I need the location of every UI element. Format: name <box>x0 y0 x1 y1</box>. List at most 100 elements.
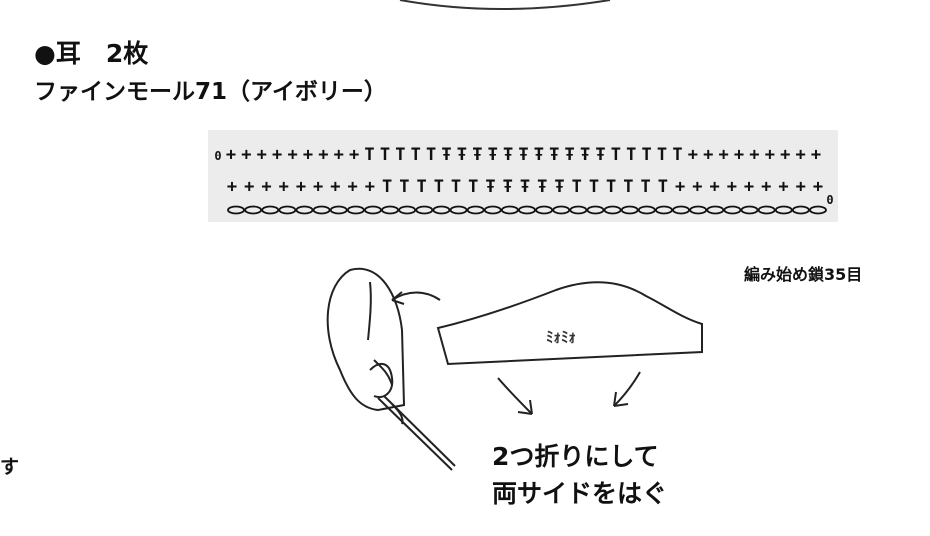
stitch-mark: Ŧ <box>441 145 451 165</box>
stitch-mark: Ŧ <box>488 145 498 165</box>
chain-stitch <box>774 205 793 215</box>
piece-title: ●耳 2枚 <box>34 39 149 68</box>
stitch-mark: Ŧ <box>472 145 482 165</box>
stitch-mark: + <box>744 177 754 197</box>
yarn-label: ファインモール71（アイボリー） <box>34 79 387 105</box>
stitch-mark: + <box>227 177 237 197</box>
stitch-mark: T <box>364 145 374 165</box>
stitch-mark: T <box>395 145 405 165</box>
stitch-mark: + <box>257 145 267 165</box>
stitch-mark: Ŧ <box>549 145 559 165</box>
stitch-mark: Ŧ <box>485 177 495 197</box>
stitch-mark: Ŧ <box>595 145 605 165</box>
stitch-mark: + <box>734 145 744 165</box>
chain-stitch <box>672 205 690 215</box>
stitch-mark: + <box>241 145 251 165</box>
chain-stitch <box>637 205 656 215</box>
needle-icon <box>377 395 456 471</box>
stitch-mark: + <box>749 145 759 165</box>
chain-stitch <box>227 205 245 215</box>
chain-stitch <box>586 205 605 215</box>
chain-stitch <box>757 205 776 215</box>
stitch-mark: Ŧ <box>520 177 530 197</box>
chain-stitch <box>740 205 759 215</box>
chain-stitch <box>603 205 622 215</box>
stitch-mark: T <box>380 145 390 165</box>
stitch-mark: T <box>623 177 633 197</box>
down-arrow-left-icon <box>497 377 533 415</box>
start-chain-label: 編み始め鎖35目 <box>744 265 863 284</box>
stitch-mark: Ŧ <box>537 177 547 197</box>
stitch-mark: + <box>365 177 375 197</box>
stitch-mark: + <box>296 177 306 197</box>
chain-stitch <box>500 205 519 215</box>
fold-instruction-line-1: 2つ折りにして <box>492 442 659 471</box>
chain-stitch <box>346 205 365 215</box>
stitch-mark: Ŧ <box>554 177 564 197</box>
stitch-mark: + <box>688 145 698 165</box>
chain-stitch <box>689 205 708 215</box>
stitch-mark: Ŧ <box>534 145 544 165</box>
stitch-mark: T <box>572 177 582 197</box>
chain-start-mark: 0 <box>826 193 833 207</box>
stitch-mark: + <box>272 145 282 165</box>
stitch-mark: T <box>434 177 444 197</box>
stitch-mark: Ŧ <box>503 145 513 165</box>
chain-stitch <box>518 205 536 215</box>
stitch-mark: T <box>451 177 461 197</box>
chain-stitch <box>466 205 485 215</box>
stitch-mark: + <box>349 145 359 165</box>
stitch-mark: + <box>703 145 713 165</box>
stitch-mark: + <box>727 177 737 197</box>
stitch-mark: + <box>778 177 788 197</box>
stitch-mark: T <box>672 145 682 165</box>
chain-stitch <box>449 205 468 215</box>
stitch-mark: + <box>244 177 254 197</box>
stitch-mark: T <box>606 177 616 197</box>
stitch-mark: T <box>626 145 636 165</box>
chain-stitch <box>791 205 810 215</box>
previous-figure-oval-edge <box>399 0 611 10</box>
chain-stitch <box>381 205 399 215</box>
stitch-mark: Ŧ <box>518 145 528 165</box>
stitch-mark: T <box>658 177 668 197</box>
stitch-mark: Ŧ <box>565 145 575 165</box>
stitch-mark: T <box>642 145 652 165</box>
stitch-mark: Ŧ <box>580 145 590 165</box>
stitch-mark: + <box>318 145 328 165</box>
stitch-mark: + <box>795 145 805 165</box>
stitch-mark: + <box>675 177 685 197</box>
chain-stitch <box>312 205 331 215</box>
chain-stitch <box>535 205 554 215</box>
stitch-mark: + <box>330 177 340 197</box>
chain-stitch <box>655 205 673 215</box>
chain-stitch <box>295 205 314 215</box>
chain-stitch <box>706 205 725 215</box>
chain-stitch <box>415 205 434 215</box>
stitch-mark: + <box>313 177 323 197</box>
chain-stitch <box>620 205 639 215</box>
chain-stitch <box>483 205 502 215</box>
chain-stitch <box>569 205 588 215</box>
flat-ear-piece <box>436 281 703 366</box>
stitch-mark: + <box>348 177 358 197</box>
stitch-mark: T <box>411 145 421 165</box>
stitch-mark: + <box>261 177 271 197</box>
stitch-mark: T <box>382 177 392 197</box>
down-arrow-right-icon <box>613 371 641 407</box>
chain-stitch <box>244 205 263 215</box>
stitch-mark: T <box>468 177 478 197</box>
chain-stitch <box>552 205 571 215</box>
stitch-mark: + <box>303 145 313 165</box>
stitch-mark: + <box>765 145 775 165</box>
stitch-mark: Ŧ <box>503 177 513 197</box>
stitch-mark: T <box>657 145 667 165</box>
stitch-mark: T <box>399 177 409 197</box>
ear-inner-mark: ﾐｫﾐｫ <box>546 328 577 346</box>
stitch-mark: T <box>641 177 651 197</box>
stitch-mark: + <box>780 145 790 165</box>
chain-stitch <box>261 205 280 215</box>
row-start-mark: 0 <box>214 149 221 163</box>
